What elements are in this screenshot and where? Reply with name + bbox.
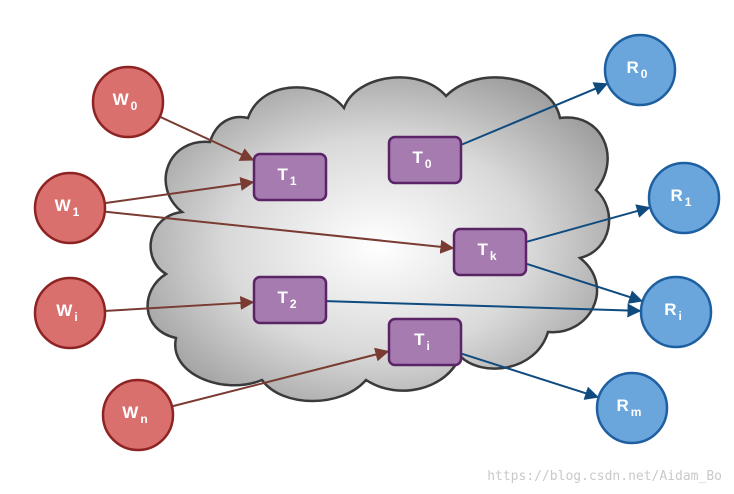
edge-wi-t2 <box>105 295 255 312</box>
reader-circle <box>647 161 721 235</box>
writer-circle <box>33 171 107 245</box>
edge-w1-tk <box>105 210 455 254</box>
writer-circle <box>101 378 175 452</box>
reader-circle <box>603 33 677 107</box>
task-box <box>452 227 528 277</box>
task-box <box>252 275 328 325</box>
task-box <box>252 152 328 202</box>
task-box <box>387 135 463 185</box>
task-box <box>387 317 463 367</box>
edges-layer <box>105 82 651 408</box>
edge-tk-ri <box>526 262 644 304</box>
cloud-shape <box>146 76 611 403</box>
edge-w0-t1 <box>160 116 255 161</box>
edge-t0-r0 <box>461 82 609 146</box>
edge-ti-rm <box>461 352 600 400</box>
watermark-text: https://blog.csdn.net/Aidam_Bo <box>487 469 722 484</box>
writer-circle <box>33 276 107 350</box>
edge-w1-t1 <box>105 177 255 204</box>
edge-t2-ri <box>326 300 642 318</box>
reader-circle <box>595 371 669 445</box>
edge-wn-ti <box>172 347 390 408</box>
reader-circle <box>639 275 713 349</box>
writer-circle <box>91 65 165 139</box>
edge-tk-r1 <box>526 204 651 243</box>
